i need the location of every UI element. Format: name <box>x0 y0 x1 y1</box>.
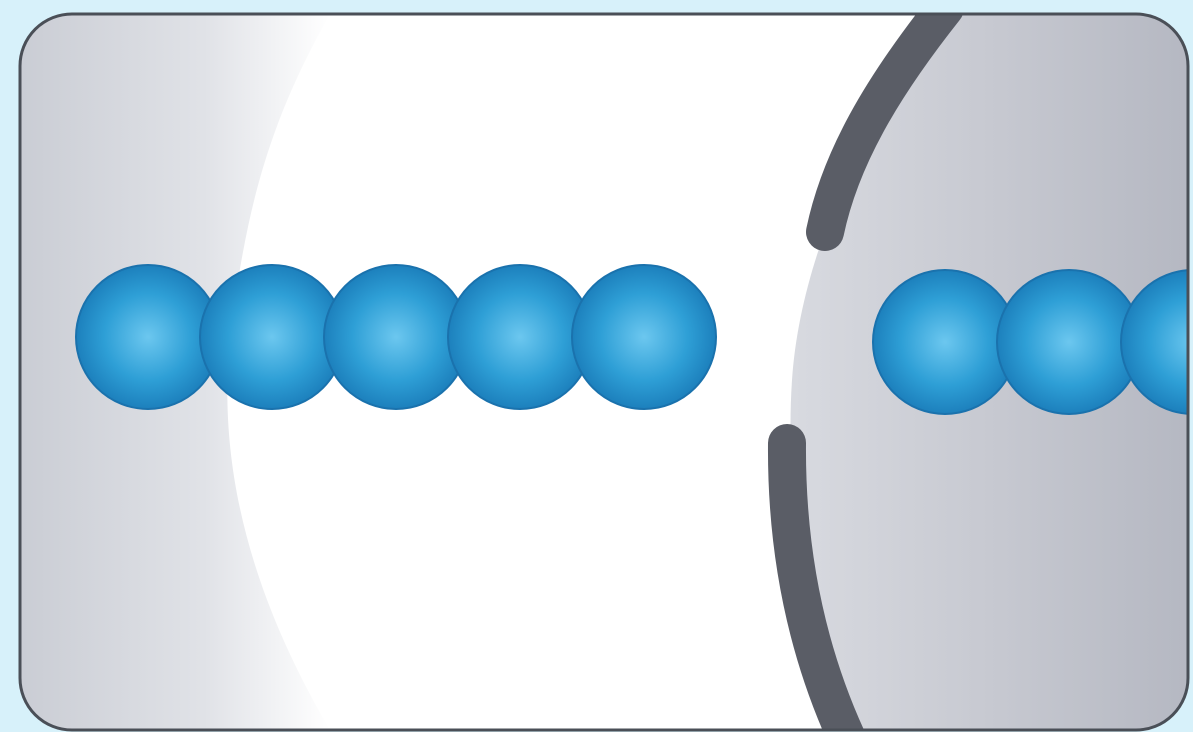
outside-bead-5 <box>572 265 716 409</box>
outside-bead-3 <box>324 265 468 409</box>
panel-contents <box>20 8 1193 732</box>
outside-bead-2 <box>200 265 344 409</box>
inside-bead-2 <box>997 270 1141 414</box>
outside-bead-1 <box>76 265 220 409</box>
inside-bead-1 <box>873 270 1017 414</box>
inside-bead-chain <box>873 270 1193 414</box>
outside-bead-chain <box>76 265 716 409</box>
outside-bead-4 <box>448 265 592 409</box>
